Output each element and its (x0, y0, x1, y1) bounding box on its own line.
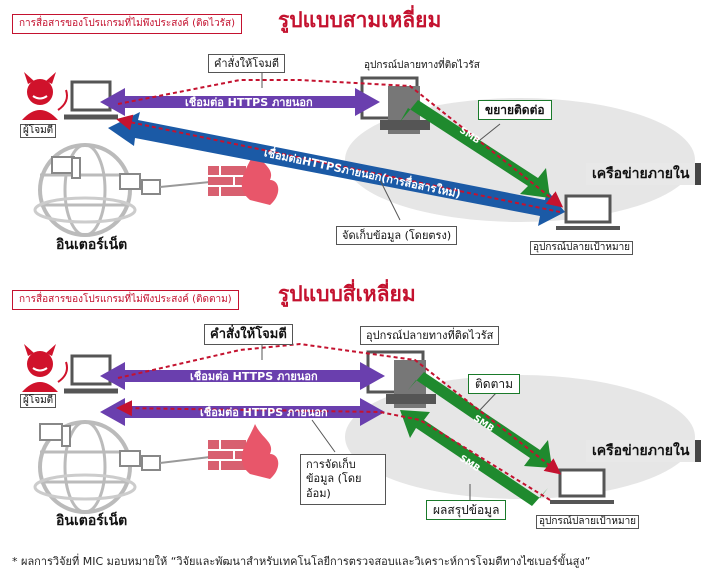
smb-arrow-green (400, 100, 550, 198)
arrow-label: เชื่อมต่อ HTTPS ภายนอก (185, 96, 313, 109)
internet-label: อินเตอร์เน็ต (56, 237, 128, 253)
internal-network-tag: เครือข่ายภายใน (586, 440, 702, 462)
command-path-red (117, 342, 562, 475)
https-arrow-purple (100, 88, 380, 116)
https-arrow-purple (100, 362, 385, 390)
result-callout: ผลสรุปข้อมูล (426, 500, 507, 520)
internet-label: อินเตอร์เน็ต (56, 513, 128, 529)
firewall-icon (208, 150, 279, 205)
target-laptop-icon (556, 194, 620, 230)
return-path-red (116, 400, 551, 501)
storage-callout: จัดเก็บข้อมูล (โดยตรง) (336, 226, 458, 245)
return-path-red (116, 114, 561, 213)
footnote: * ผลการวิจัยที่ MIC มอบหมายให้ “วิจัยและ… (12, 555, 591, 568)
storage-callout: การจัดเก็บข้อมูล (โดยอ้อม) (300, 454, 386, 505)
arrow-label: เชื่อมต่อ HTTPS ภายนอก (200, 406, 328, 419)
pc-icon (39, 423, 161, 471)
note-box: การสื่อสารของโปรแกรมที่ไม่พึงประสงค์ (ติ… (12, 14, 243, 34)
command-callout: คำสั่งให้โจมตี (204, 324, 293, 345)
attacker-laptop-icon (64, 80, 118, 120)
panel-title: รูปแบบสามเหลี่ยม (278, 8, 442, 32)
attacker-devil-icon (22, 344, 68, 392)
target-device-label: อุปกรณ์ปลายเป้าหมาย (530, 241, 634, 255)
attacker-devil-icon (22, 72, 68, 120)
infected-device-label: อุปกรณ์ปลายทางที่ติดไวรัส (360, 326, 500, 345)
attacker-laptop-icon (64, 354, 118, 394)
spread-callout: ขยายติดต่อ (478, 100, 552, 120)
https-arrow-purple (100, 398, 385, 426)
arrow-label: เชื่อมต่อ HTTPS ภายนอก (190, 370, 318, 383)
firewall-icon (208, 424, 279, 479)
track-callout: ติดตาม (468, 374, 521, 394)
smb-arrow-green (400, 410, 548, 506)
command-path-red (117, 79, 564, 208)
infected-device-label: อุปกรณ์ปลายทางที่ติดไวรัส (362, 60, 482, 72)
smb-arrow-green (408, 372, 552, 468)
internal-network-tag: เครือข่ายภายใน (586, 163, 702, 185)
command-callout: คำสั่งให้โจมตี (208, 54, 285, 73)
target-laptop-icon (550, 468, 614, 504)
target-device-label: อุปกรณ์ปลายเป้าหมาย (536, 515, 640, 529)
attacker-label: ผู้โจมตี (20, 394, 57, 408)
attacker-label: ผู้โจมตี (20, 124, 57, 138)
panel-title: รูปแบบสี่เหลี่ยม (278, 282, 416, 306)
pc-icon (51, 156, 161, 195)
note-box: การสื่อสารของโปรแกรมที่ไม่พึงประสงค์ (ติ… (12, 290, 239, 310)
